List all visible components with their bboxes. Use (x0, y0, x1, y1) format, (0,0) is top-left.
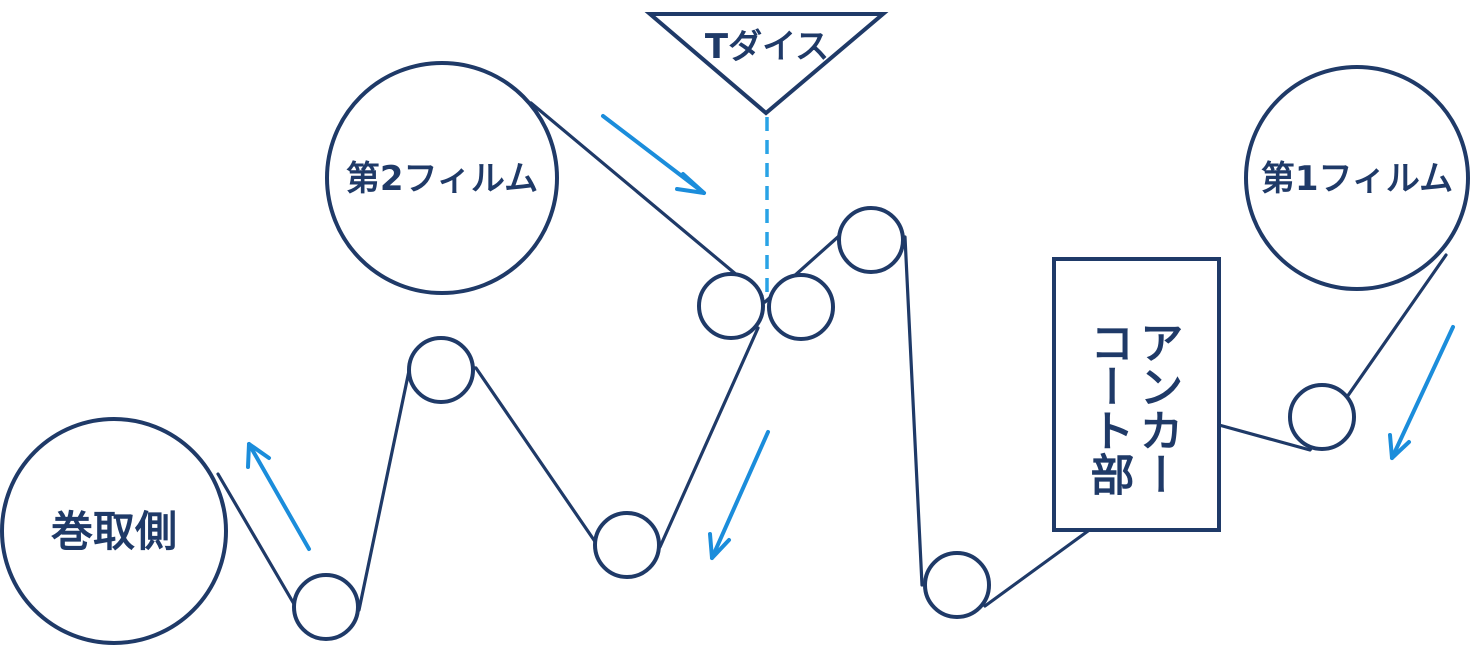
guide-roller-bottom-center (593, 511, 661, 579)
flow-arrow-to-winding (246, 442, 311, 551)
web-anchor-coat-to-roller (983, 529, 1090, 608)
second-film-label: 第2フィルム (346, 159, 538, 199)
guide-roller-first-film (1288, 383, 1356, 451)
t-die-triangle (644, 12, 889, 116)
flow-arrows (246, 114, 1455, 560)
anchor-coat-unit: アンカー コート部 (1052, 257, 1221, 532)
anchor-coat-box (1052, 257, 1221, 532)
nip-roller-left (697, 272, 765, 340)
guide-roller-bottom-left (292, 573, 360, 641)
flow-arrow-after-nip (708, 430, 770, 560)
guide-roller-top (837, 206, 905, 274)
first-film-roll: 第1フィルム (1244, 65, 1470, 291)
second-film-roll: 第2フィルム (325, 61, 559, 295)
nip-roller-right (767, 273, 835, 341)
guide-roller-upper-left (407, 336, 475, 404)
first-film-label: 第1フィルム (1261, 159, 1453, 199)
second-film-roll-circle (325, 61, 559, 295)
anchor-coat-label-col1: アンカー (1132, 320, 1183, 496)
winding-roll: 巻取側 (0, 417, 228, 645)
anchor-coat-label-col2: コート部 (1083, 320, 1134, 496)
rollers (292, 206, 1356, 641)
winding-side-label: 巻取側 (51, 507, 177, 556)
flow-arrow-first-film (1388, 325, 1455, 460)
winding-roll-circle (0, 417, 228, 645)
t-die-label: Tダイス (705, 27, 829, 67)
first-film-roll-circle (1244, 65, 1470, 291)
web-first-film-to-guide (1217, 253, 1448, 452)
web-second-film-to-nip (529, 101, 764, 298)
t-die: Tダイス (644, 12, 889, 296)
guide-roller-bottom-right (923, 551, 991, 619)
flow-arrow-second-film (601, 114, 706, 195)
web-nip-to-winding (216, 326, 760, 612)
